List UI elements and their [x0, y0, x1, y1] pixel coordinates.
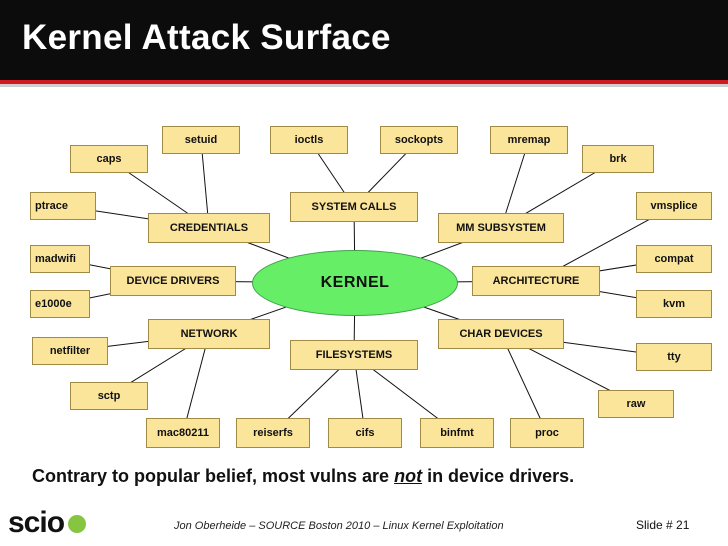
connector-mac80211 — [182, 333, 210, 434]
leaf-node-binfmt: binfmt — [420, 418, 494, 448]
logo-dot-icon — [68, 515, 86, 533]
leaf-node-ptrace: ptrace — [30, 192, 96, 220]
accent-line — [0, 80, 728, 84]
caption-emphasis: not — [394, 466, 423, 486]
leaf-node-compat: compat — [636, 245, 712, 273]
scio-logo: scio — [8, 506, 65, 539]
category-node-char-devices: CHAR DEVICES — [438, 319, 564, 349]
leaf-node-reiserfs: reiserfs — [236, 418, 310, 448]
caption-text-end: in device drivers. — [422, 466, 575, 486]
category-node-network: NETWORK — [148, 319, 270, 349]
connector-proc — [500, 333, 548, 434]
slide-title: Kernel Attack Surface — [22, 18, 391, 57]
category-node-device-drivers: DEVICE DRIVERS — [110, 266, 236, 296]
category-node-architecture: ARCHITECTURE — [472, 266, 600, 296]
leaf-node-setuid: setuid — [162, 126, 240, 154]
leaf-node-sockopts: sockopts — [380, 126, 458, 154]
category-node-credentials: CREDENTIALS — [148, 213, 270, 243]
footer-credit: Jon Oberheide – SOURCE Boston 2010 – Lin… — [174, 520, 504, 532]
leaf-node-mremap: mremap — [490, 126, 568, 154]
leaf-node-tty: tty — [636, 343, 712, 371]
leaf-node-sctp: sctp — [70, 382, 148, 410]
slide-number: Slide # 21 — [636, 518, 690, 532]
kernel-node: KERNEL — [252, 250, 458, 316]
title-bar — [0, 0, 728, 80]
leaf-node-cifs: cifs — [328, 418, 402, 448]
leaf-node-brk: brk — [582, 145, 654, 173]
leaf-node-vmsplice: vmsplice — [636, 192, 712, 220]
category-node-mm-subsystem: MM SUBSYSTEM — [438, 213, 564, 243]
divider-line — [0, 84, 728, 87]
leaf-node-kvm: kvm — [636, 290, 712, 318]
leaf-node-raw: raw — [598, 390, 674, 418]
category-node-system-calls: SYSTEM CALLS — [290, 192, 418, 222]
caption-text-start: Contrary to popular belief, most vulns a… — [32, 466, 395, 486]
leaf-node-madwifi: madwifi — [30, 245, 90, 273]
leaf-node-caps: caps — [70, 145, 148, 173]
leaf-node-proc: proc — [510, 418, 584, 448]
leaf-node-mac80211: mac80211 — [146, 418, 220, 448]
category-node-filesystems: FILESYSTEMS — [290, 340, 418, 370]
leaf-node-netfilter: netfilter — [32, 337, 108, 365]
leaf-node-ioctls: ioctls — [270, 126, 348, 154]
leaf-node-e1000e: e1000e — [30, 290, 90, 318]
slide-caption: Contrary to popular belief, most vulns a… — [32, 466, 574, 487]
